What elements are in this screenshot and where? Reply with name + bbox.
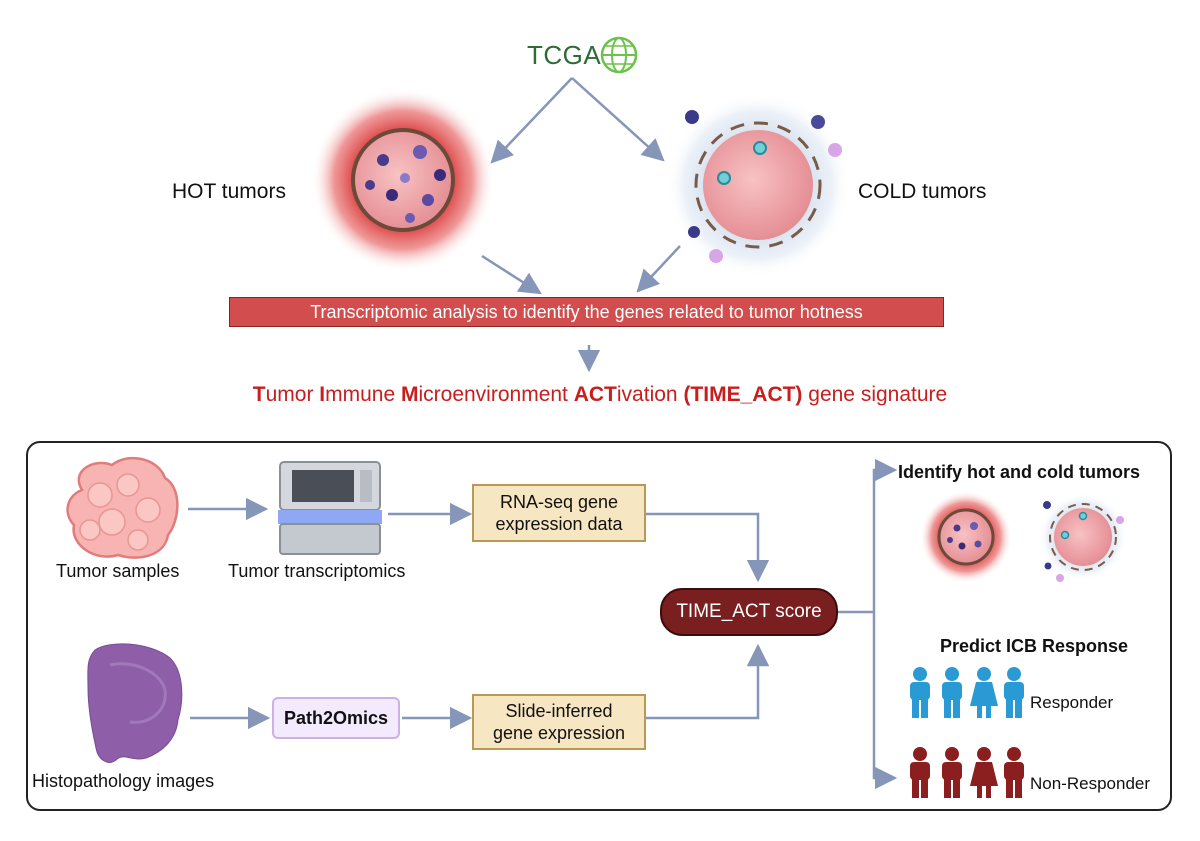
signature-title: Tumor Immune Microenvironment ACTivation… bbox=[0, 383, 1200, 407]
cold-tumor-small-icon bbox=[1039, 493, 1127, 582]
tcga-label: TCGA bbox=[527, 40, 602, 70]
panel-arrows bbox=[188, 458, 898, 790]
rnaseq-line1: RNA-seq gene bbox=[499, 492, 619, 512]
rnaseq-box: RNA-seq gene expression data bbox=[472, 484, 646, 542]
globe-icon bbox=[600, 36, 638, 74]
rnaseq-line2: expression data bbox=[495, 514, 623, 534]
sig-word-ivation: ivation bbox=[616, 383, 684, 406]
slide-line2: gene expression bbox=[492, 723, 626, 743]
predict-label: Predict ICB Response bbox=[940, 636, 1129, 656]
sig-letter-t: T bbox=[252, 383, 266, 406]
responder-people bbox=[910, 667, 1024, 718]
person-icon bbox=[970, 747, 998, 798]
tissue-sample-icon bbox=[66, 456, 179, 559]
non-responder-people bbox=[910, 747, 1024, 798]
histopathology-label: Histopathology images bbox=[32, 771, 215, 791]
sig-word-mmune: mmune bbox=[325, 383, 401, 406]
identify-label: Identify hot and cold tumors bbox=[898, 462, 1140, 482]
responder-label: Responder bbox=[1030, 693, 1114, 712]
person-icon bbox=[910, 667, 930, 718]
person-icon bbox=[910, 747, 930, 798]
top-arrows bbox=[481, 77, 681, 373]
sig-word-icroenvironment: icroenvironment bbox=[418, 383, 574, 406]
person-icon bbox=[942, 747, 962, 798]
slide-line1: Slide-inferred bbox=[505, 701, 613, 721]
pipeline-panel bbox=[26, 441, 1172, 811]
person-icon bbox=[970, 667, 998, 718]
path2omics-box: Path2Omics bbox=[272, 697, 400, 739]
histology-slide-icon bbox=[87, 643, 183, 763]
sequencer-icon bbox=[278, 461, 382, 555]
slide-inferred-box: Slide-inferred gene expression bbox=[472, 694, 646, 750]
sig-word-gene-signature: gene signature bbox=[802, 383, 948, 406]
sig-letter-i: I bbox=[319, 383, 326, 406]
cold-tumors-label: COLD tumors bbox=[858, 180, 987, 203]
person-icon bbox=[1004, 747, 1024, 798]
sig-acronym: (TIME_ACT) bbox=[683, 383, 803, 406]
time-act-score: TIME_ACT score bbox=[660, 588, 838, 636]
non-responder-label: Non-Responder bbox=[1030, 774, 1151, 793]
sig-letter-m: M bbox=[400, 383, 419, 406]
hot-tumor-small-icon bbox=[920, 491, 1012, 583]
hot-tumors-label: HOT tumors bbox=[172, 180, 286, 203]
person-icon bbox=[942, 667, 962, 718]
sig-letters-act: ACT bbox=[573, 383, 617, 406]
sig-word-umor: umor bbox=[265, 383, 320, 406]
transcriptomic-banner: Transcriptomic analysis to identify the … bbox=[229, 297, 944, 327]
cold-tumor-icon bbox=[666, 93, 850, 277]
tumor-samples-label: Tumor samples bbox=[56, 561, 180, 581]
tumor-transcriptomics-label: Tumor transcriptomics bbox=[228, 561, 406, 581]
person-icon bbox=[1004, 667, 1024, 718]
hot-tumor-icon bbox=[311, 88, 495, 272]
